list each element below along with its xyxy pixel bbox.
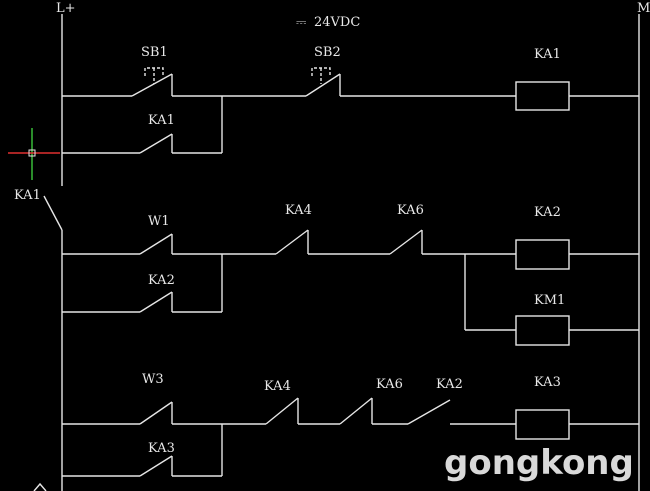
km1-coil-label: KM1 [534, 293, 565, 308]
rung-2: W1 KA4 KA6 KA2 KM1 KA2 [62, 203, 639, 346]
sb1-pushbutton [131, 67, 173, 97]
sb2-label: SB2 [314, 45, 341, 60]
ka1-branch-label: KA1 [148, 113, 175, 128]
sb1-label: SB1 [141, 45, 168, 60]
sb2-pushbutton [305, 67, 341, 97]
ka3-coil-label: KA3 [534, 375, 561, 390]
km1-coil [515, 315, 570, 346]
cad-crosshair-icon [8, 128, 60, 180]
w1-label: W1 [148, 214, 170, 229]
ka1-coil [515, 81, 570, 111]
rung-1: SB1 SB2 KA1 KA1 [62, 45, 639, 154]
ka1-coil-label: KA1 [534, 47, 561, 62]
ka3-branch-label: KA3 [148, 441, 175, 456]
ka4-label-r3: KA4 [264, 379, 291, 394]
ka3-coil [515, 409, 570, 440]
ka2-coil-label: KA2 [534, 205, 561, 220]
rail-contact-ka1-blade [43, 195, 63, 231]
ka2-coil [515, 239, 570, 270]
ka6-label-r3: KA6 [376, 377, 403, 392]
ka6-label-r2: KA6 [397, 203, 424, 218]
ka4-label-r2: KA4 [285, 203, 312, 218]
supply-symbol: ⎓ [296, 15, 306, 30]
supply-label: 24VDC [314, 15, 360, 30]
rung-3: W3 KA4 KA6 KA2 KA3 KA3 [62, 372, 639, 477]
rail-contact-ka1-label: KA1 [14, 188, 41, 203]
ucs-icon [33, 482, 47, 491]
watermark: gongkong [444, 443, 634, 483]
right-rail-label: M [637, 1, 650, 16]
left-rail-label: L+ [56, 1, 76, 16]
w3-label: W3 [142, 372, 164, 387]
ka2-label-r3: KA2 [436, 377, 463, 392]
ka2-branch-label: KA2 [148, 273, 175, 288]
